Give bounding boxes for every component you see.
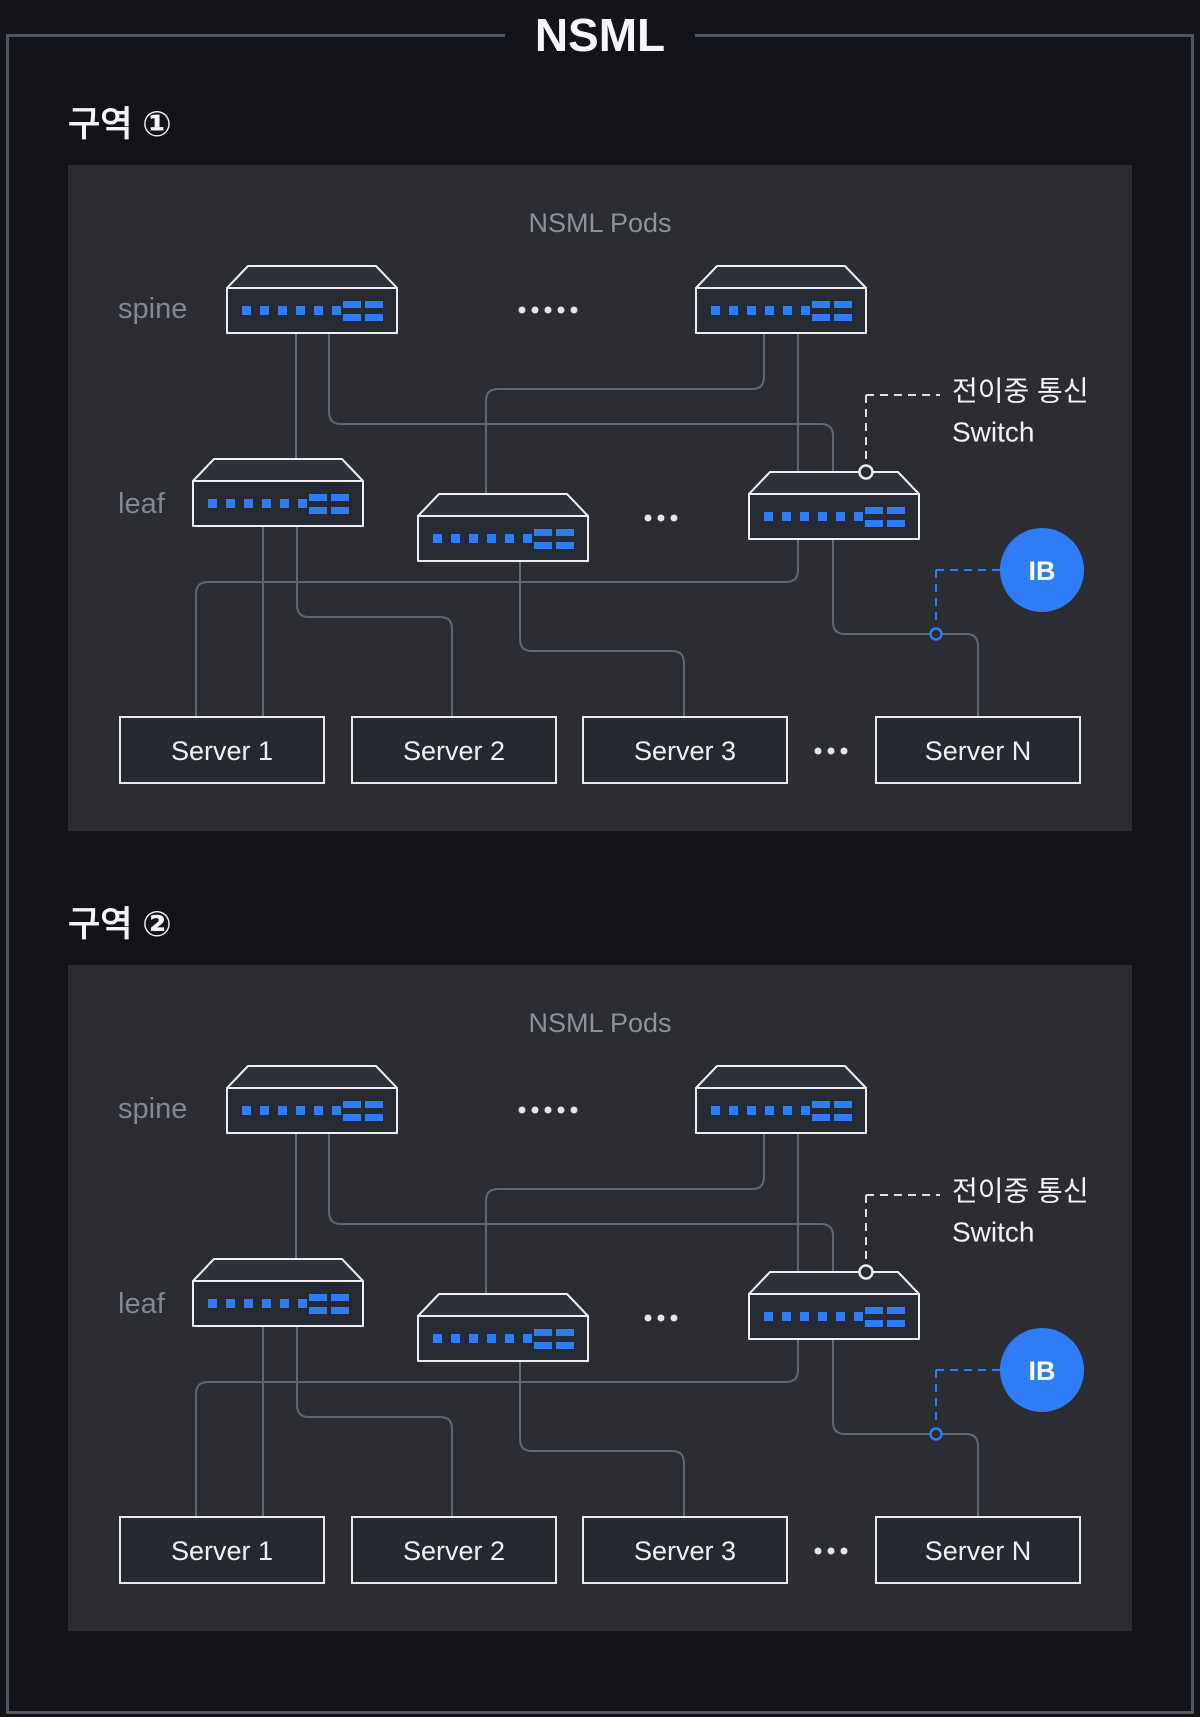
duplex-annotation-line2: Switch [952,417,1034,448]
leaf-row-label: leaf [118,1288,166,1320]
annotation-point-marker [858,464,874,480]
duplex-annotation-connector [858,1194,940,1280]
spine-row-label: spine [118,1093,187,1125]
pods-title: NSML Pods [528,1008,671,1038]
zone-2-panel: Server 1 Server 2 Server 3 Server N [68,965,1132,1631]
ib-badge [1000,528,1084,612]
server-box: Server 2 [351,716,557,784]
leaf-switch-1-icon [192,458,364,527]
leaf-switch-3-icon [748,471,920,540]
duplex-annotation-line2: Switch [952,1217,1034,1248]
ib-connector [929,569,1000,641]
server-row: Server 1 Server 2 Server 3 Server N [119,1516,1081,1584]
leaf-ellipsis-dots [644,1314,678,1322]
server-ellipsis-dots [814,747,848,755]
spine-switch-1-icon [226,1065,398,1134]
ib-badge-label: IB [1029,556,1056,586]
leaf-switch-3-icon [748,1271,920,1340]
ib-point-marker [929,627,943,641]
zone-1-label: 구역 ① [68,105,172,144]
annotation-point-marker [858,1264,874,1280]
zone-2-label: 구역 ② [68,905,172,944]
leaf-switch-2-icon [417,1293,589,1362]
server-box: Server 3 [582,1516,788,1584]
leaf-ellipsis-dots [644,514,678,522]
server-label: Server 2 [403,1536,505,1566]
zone-1-panel: Server 1 Server 2 Server 3 Server N [68,165,1132,831]
ib-badge-label: IB [1029,1356,1056,1386]
page-title: NSML [0,8,1200,62]
duplex-annotation-line1: 전이중 통신 [952,1176,1089,1207]
spine-ellipsis-dots [518,306,578,314]
spine-switch-2-icon [695,265,867,334]
ib-connector [929,1369,1000,1441]
leaf-row-label: leaf [118,488,166,520]
zone-1-diagram: Server 1 Server 2 Server 3 Server N [118,208,1089,784]
server-box: Server 1 [119,716,325,784]
duplex-annotation-connector [858,394,940,480]
leaf-switch-1-icon [192,1258,364,1327]
spine-ellipsis-dots [518,1106,578,1114]
server-box: Server N [875,716,1081,784]
server-label: Server 3 [634,736,736,766]
server-label: Server N [925,1536,1032,1566]
page-title-text: NSML [504,8,696,62]
spine-switch-2-icon [695,1065,867,1134]
server-ellipsis-dots [814,1547,848,1555]
pods-title: NSML Pods [528,208,671,238]
leaf-switch-2-icon [417,493,589,562]
ib-point-marker [929,1427,943,1441]
duplex-annotation-line1: 전이중 통신 [952,376,1089,407]
server-label: Server 1 [171,1536,273,1566]
server-label: Server N [925,736,1032,766]
spine-row-label: spine [118,293,187,325]
server-label: Server 3 [634,1536,736,1566]
server-box: Server 1 [119,1516,325,1584]
server-box: Server 2 [351,1516,557,1584]
spine-switch-1-icon [226,265,398,334]
server-label: Server 2 [403,736,505,766]
server-row: Server 1 Server 2 Server 3 Server N [119,716,1081,784]
server-label: Server 1 [171,736,273,766]
server-box: Server 3 [582,716,788,784]
zone-2-diagram: Server 1 Server 2 Server 3 Server N [118,1008,1089,1584]
ib-badge [1000,1328,1084,1412]
server-box: Server N [875,1516,1081,1584]
